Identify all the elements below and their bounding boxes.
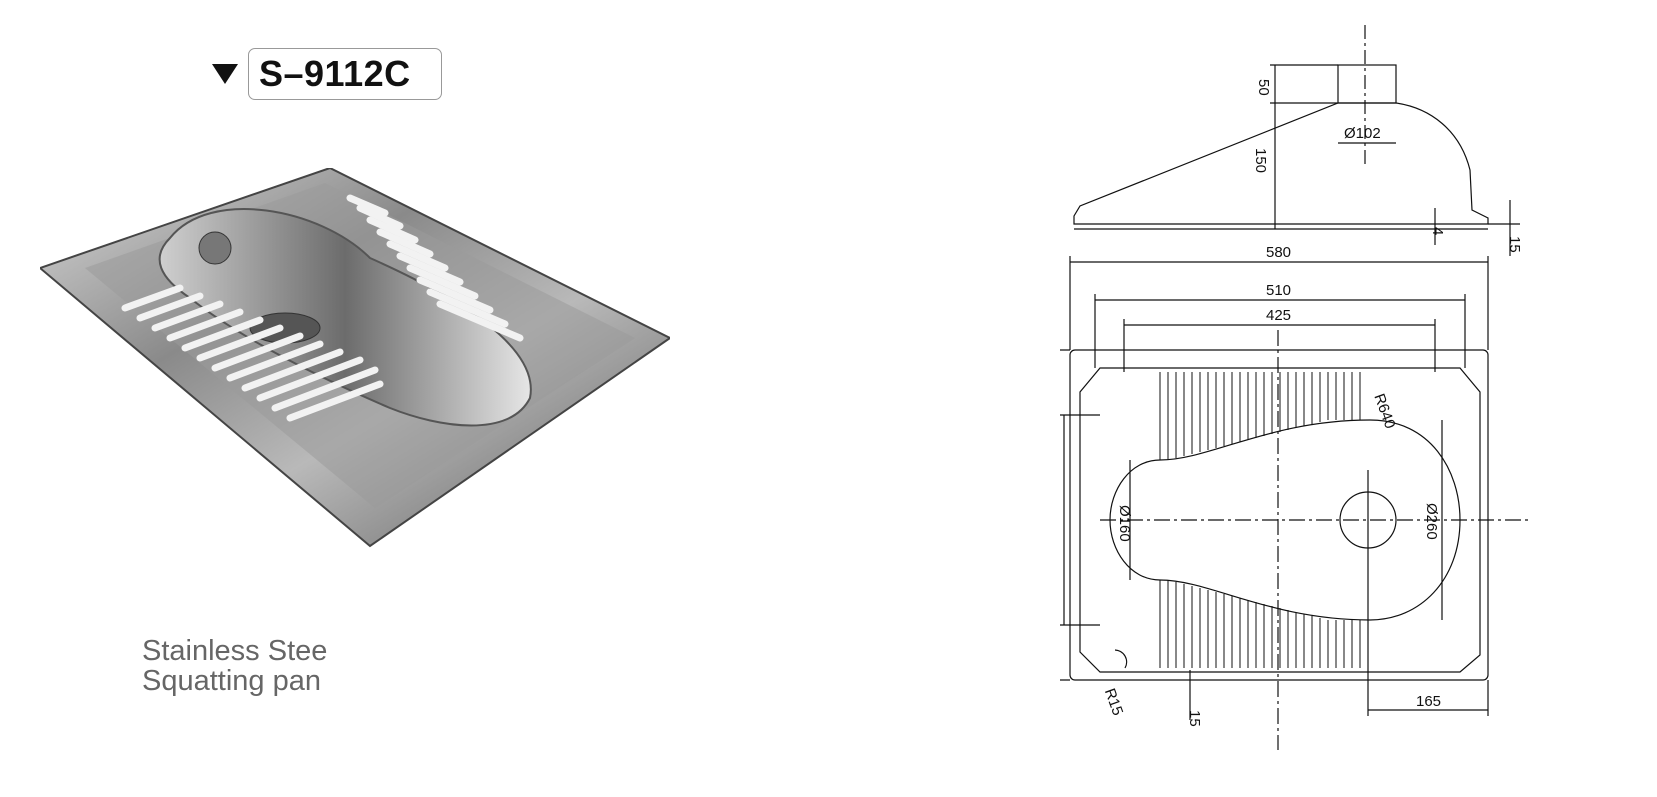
technical-drawing: 50 Ø102 150 4 15 580 510 425 R7 R640 450… [1060,25,1530,750]
dim-flange: 15 [1506,236,1523,253]
model-header: S–9112C [212,48,442,100]
dim-drain-offset: 165 [1416,693,1441,710]
dim-rear-diameter: Ø260 [1423,503,1440,540]
model-code-label: S–9112C [248,48,442,100]
side-view [1073,25,1520,256]
product-caption: Stainless Stee Squatting pan [142,636,327,696]
dim-edge: 15 [1186,710,1203,727]
dim-bowl-radius: R640 [1370,391,1398,431]
dim-total-height: 150 [1252,148,1269,173]
caption-line-1: Stainless Stee [142,635,328,667]
dim-rim: 4 [1429,227,1446,235]
dim-front-diameter: Ø160 [1116,505,1133,542]
dim-bowl-depth: 295 [1060,505,1063,530]
dim-inner-width: 510 [1266,282,1291,299]
product-image [40,168,670,548]
caption-line-2: Squatting pan [142,665,321,697]
triangle-down-icon [212,64,238,84]
dim-outlet-height: 50 [1255,79,1272,96]
dim-flange-radius: R15 [1101,686,1126,718]
top-view [1060,256,1530,750]
dim-overall-width: 580 [1266,244,1291,261]
dim-tread-width: 425 [1266,307,1291,324]
dim-outlet-diameter: Ø102 [1344,125,1381,142]
